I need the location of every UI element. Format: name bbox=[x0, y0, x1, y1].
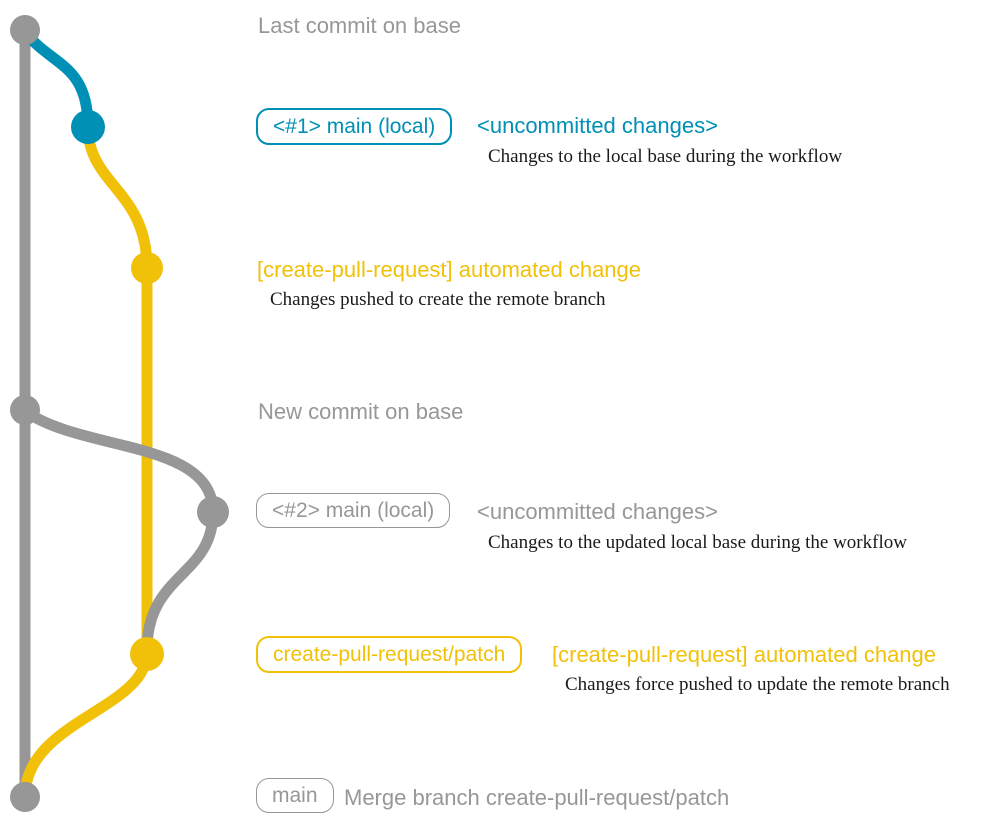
branch-badge-main: main bbox=[256, 778, 334, 813]
local-branch-curve-1 bbox=[21, 29, 94, 128]
note-local-base-changes: Changes to the local base during the wor… bbox=[488, 146, 843, 167]
note-pushed-to-create: Changes pushed to create the remote bran… bbox=[270, 289, 606, 310]
commit-dot-local-1 bbox=[71, 110, 105, 144]
branch-badge-main-local-2: <#2> main (local) bbox=[256, 493, 451, 528]
label-last-commit-on-base: Last commit on base bbox=[258, 13, 461, 38]
commit-dot-local-2 bbox=[197, 496, 229, 528]
branch-badge-main-local-1: <#1> main (local) bbox=[256, 108, 453, 145]
commit-dot-patch-2 bbox=[130, 637, 164, 671]
commit-dot-last-base bbox=[10, 15, 40, 45]
commit-dot-new-base bbox=[10, 395, 40, 425]
label-uncommitted-changes-2: <uncommitted changes> bbox=[477, 499, 718, 524]
note-updated-local-base-changes: Changes to the updated local base during… bbox=[488, 532, 907, 553]
patch-branch-line bbox=[19, 126, 153, 798]
commit-dot-patch-1 bbox=[131, 252, 163, 284]
label-automated-change-1: [create-pull-request] automated change bbox=[257, 257, 642, 282]
commit-dot-merge bbox=[10, 782, 40, 812]
label-merge-branch: Merge branch create-pull-request/patch bbox=[344, 785, 730, 810]
label-automated-change-2: [create-pull-request] automated change bbox=[552, 642, 937, 667]
branch-badge-create-pull-request-patch: create-pull-request/patch bbox=[256, 636, 523, 673]
label-uncommitted-changes-1: <uncommitted changes> bbox=[477, 113, 718, 138]
note-force-pushed-update: Changes force pushed to update the remot… bbox=[565, 674, 950, 695]
updated-local-branch-curve bbox=[21, 406, 219, 651]
label-new-commit-on-base: New commit on base bbox=[258, 399, 464, 424]
